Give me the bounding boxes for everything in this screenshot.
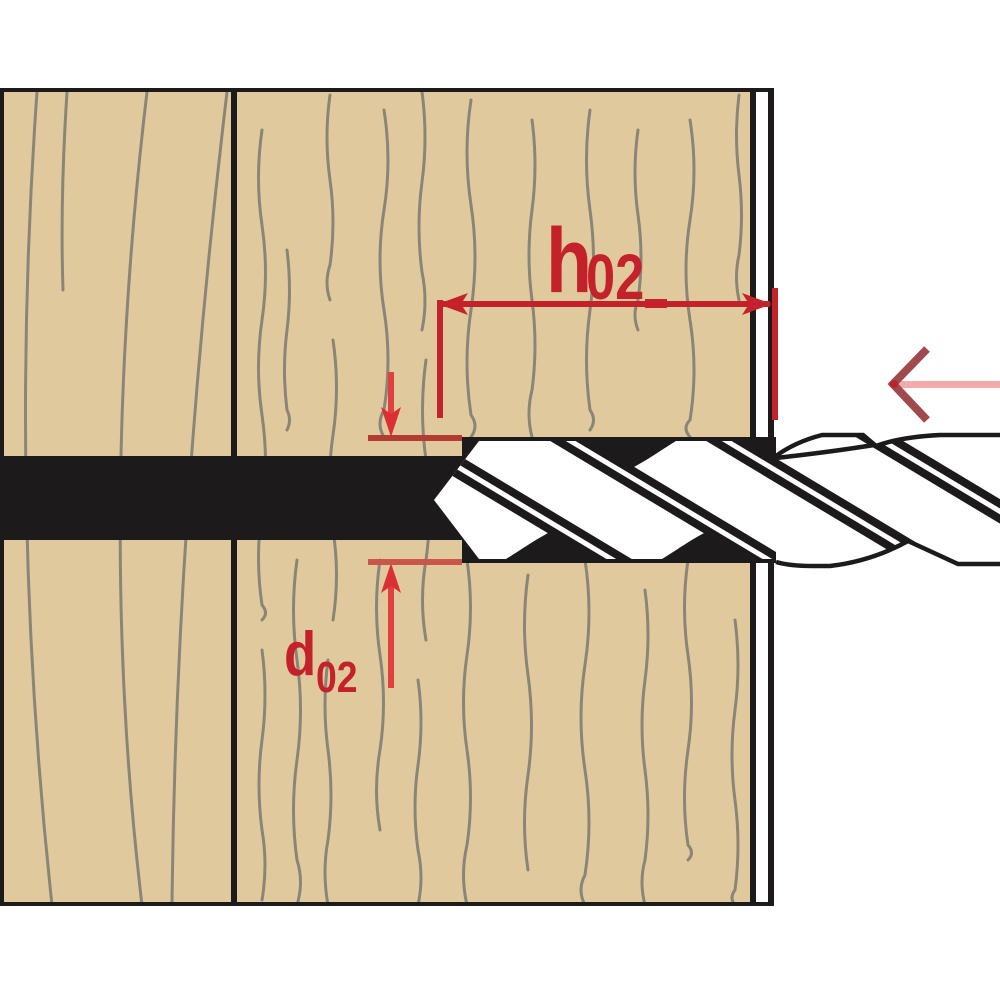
svg-text:02: 02 [316, 652, 358, 702]
svg-text:h: h [546, 209, 592, 312]
svg-text:02: 02 [586, 242, 644, 313]
svg-text:d: d [284, 620, 316, 689]
